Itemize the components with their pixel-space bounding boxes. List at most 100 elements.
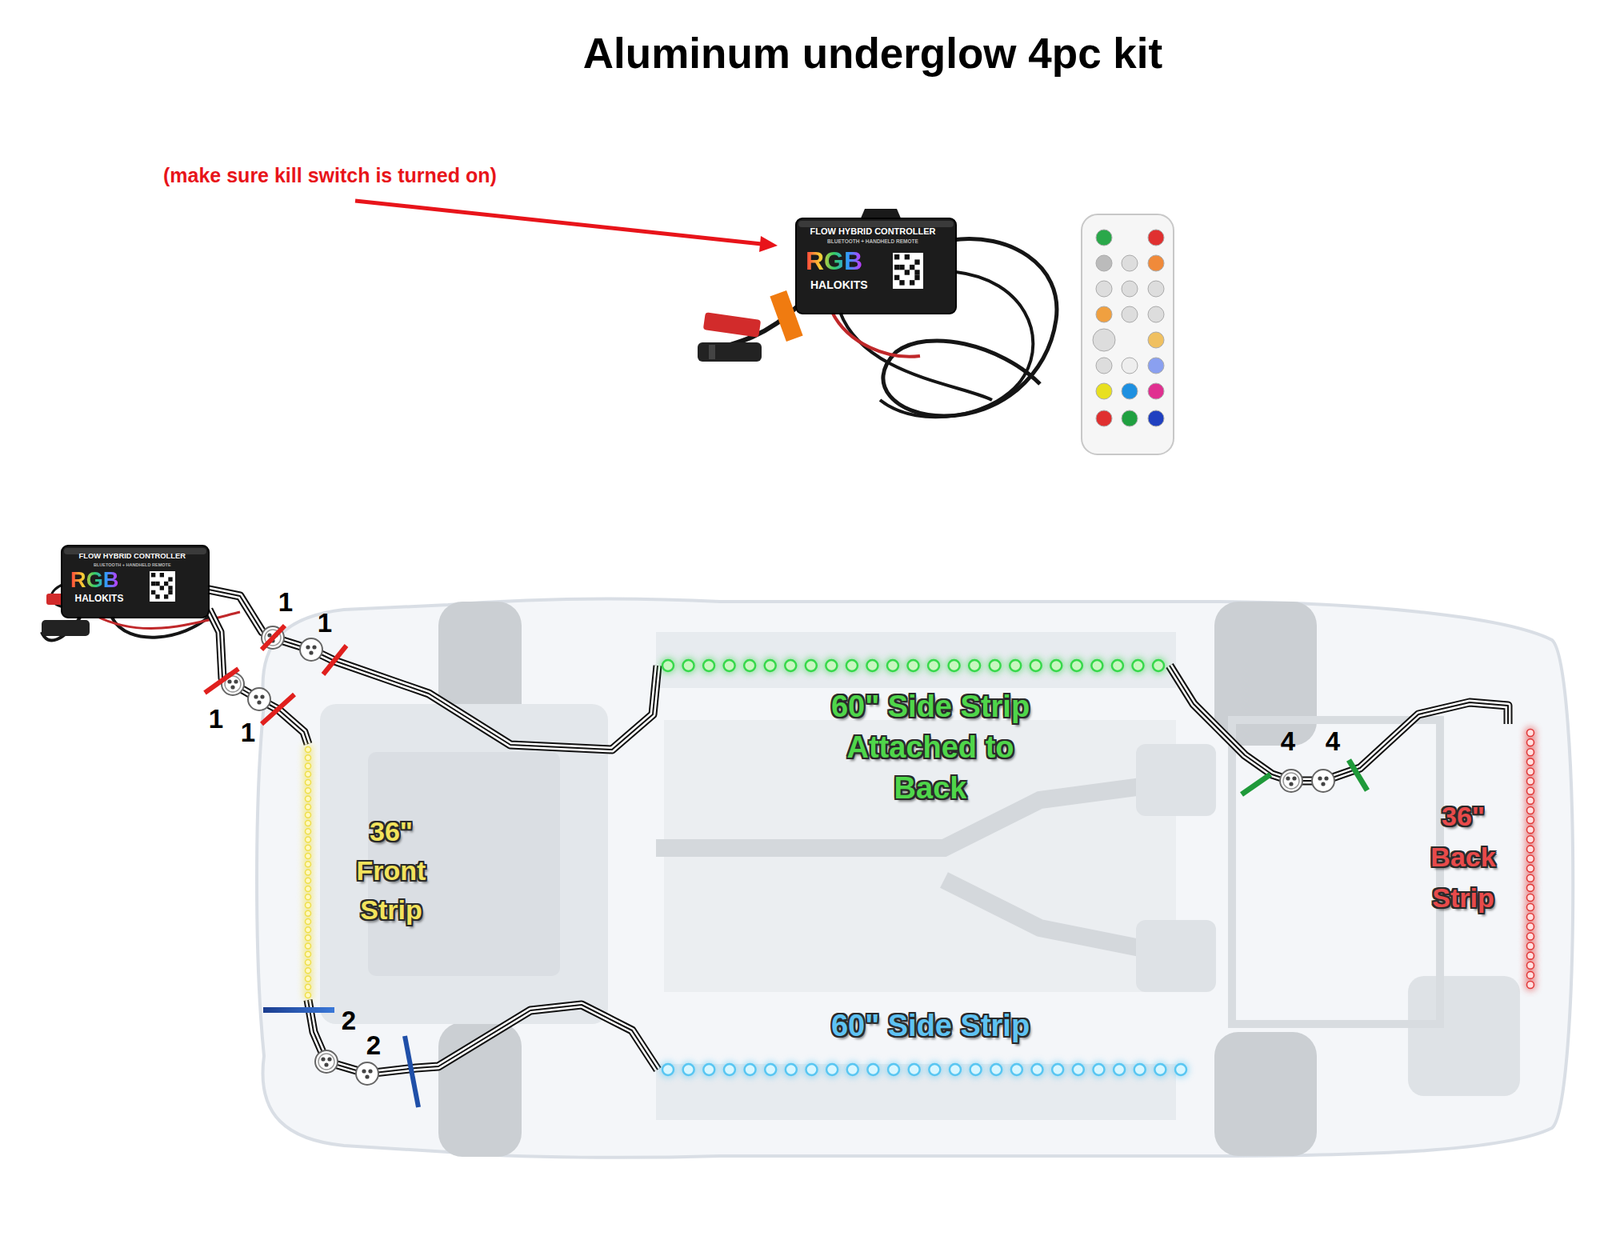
led-dot [305,869,312,876]
led-dot [305,861,312,868]
strip-label: 36" Front Strip [351,812,432,930]
led-glow [864,657,880,674]
led-dot [1527,796,1535,804]
led-dot [1092,1064,1104,1076]
led-glow [1028,657,1044,674]
led-dot [305,902,312,908]
led-glow [1070,1061,1087,1078]
led-glow [925,657,942,674]
led-dot [305,836,312,843]
led-dot [1112,660,1124,672]
led-glow [946,657,963,674]
qr-cell [914,259,920,264]
led-dot [1527,816,1535,824]
led-glow [1524,765,1537,778]
wheel [438,1022,522,1157]
led-dot [1527,777,1535,785]
led-dot [305,771,312,777]
led-dot [305,910,312,916]
plug-pin [227,679,232,684]
led-dot [1527,884,1535,892]
led-dot [1527,932,1535,940]
led-dot [1527,874,1535,882]
led-glow [1129,657,1146,674]
led-dot [867,1064,879,1076]
plug-pin [256,700,261,704]
device-print: HALOKITS [75,593,124,604]
led-dot [1527,748,1535,756]
led-glow [1524,784,1537,797]
plug-pin [1288,781,1293,786]
plug-pin [267,632,272,637]
device-print: FLOW HYBRID CONTROLLER [800,226,945,236]
led-dot [1527,826,1535,834]
exhaust-pipe [944,880,1160,952]
led-strip: 36" Back Strip [1420,724,1544,992]
controller-box: FLOW HYBRID CONTROLLERBLUETOOTH + HANDHE… [61,545,209,618]
remote-button [1121,280,1138,297]
led-glow [885,1061,902,1078]
led-dot [825,660,837,672]
led-glow [844,657,860,674]
led-dot [662,1064,674,1076]
led-dot [305,853,312,860]
led-dot [305,885,312,892]
callout-number: 1 [317,608,332,639]
led-glow [1524,881,1537,894]
led-dot [1030,660,1042,672]
led-strip: 36" Front Strip [296,744,448,1000]
plug-pin [270,638,275,643]
led-glow [782,657,799,674]
plug-pin [320,1056,325,1061]
led-dot [305,788,312,794]
led-dot [1527,739,1535,747]
callout-number: 2 [366,1030,381,1061]
plug-ring [224,676,241,692]
led-dot [1527,913,1535,921]
plug-symbol [356,1062,379,1085]
callout-number: 1 [240,717,256,748]
qr-cell [894,254,900,260]
led-glow [680,1061,697,1078]
led-glow [1132,1061,1148,1078]
led-dot [847,1064,859,1076]
note-text: (make sure kill switch is turned on) [163,164,497,188]
led-glow [303,990,314,1001]
led-glow [680,657,697,674]
led-glow [864,1061,881,1078]
led-dot [805,660,817,672]
led-glow [824,1061,840,1078]
cable [41,617,80,640]
led-dot [305,779,312,785]
led-dot [1072,1064,1084,1076]
remote-button [1092,328,1116,352]
cable [840,312,992,400]
led-dot [1527,942,1535,950]
led-glow [742,1061,759,1078]
qr-cell [155,594,160,599]
led-dot [1011,1064,1023,1076]
plug-face [1280,769,1303,792]
wire-outer [208,589,658,750]
plug-pin [1285,776,1290,780]
remote-button [1148,229,1164,246]
led-glow [966,657,983,674]
plug-pin [253,694,258,699]
wire-gap [208,609,308,744]
led-dot [305,960,312,966]
qr-cell [168,585,172,590]
plug-pin [364,1074,369,1079]
muffler [1408,976,1520,1096]
note-arrowhead [759,236,778,252]
led-dot [968,660,980,672]
led-dot [1527,961,1535,969]
led-glow [1172,1061,1189,1078]
plug-pin [312,644,316,649]
led-dot [785,1064,797,1076]
remote-button [1121,255,1138,272]
callout-number: 4 [1325,726,1340,757]
muffler [1136,744,1216,816]
led-dot [784,660,796,672]
led-dot [989,660,1001,672]
led-dot [683,660,695,672]
